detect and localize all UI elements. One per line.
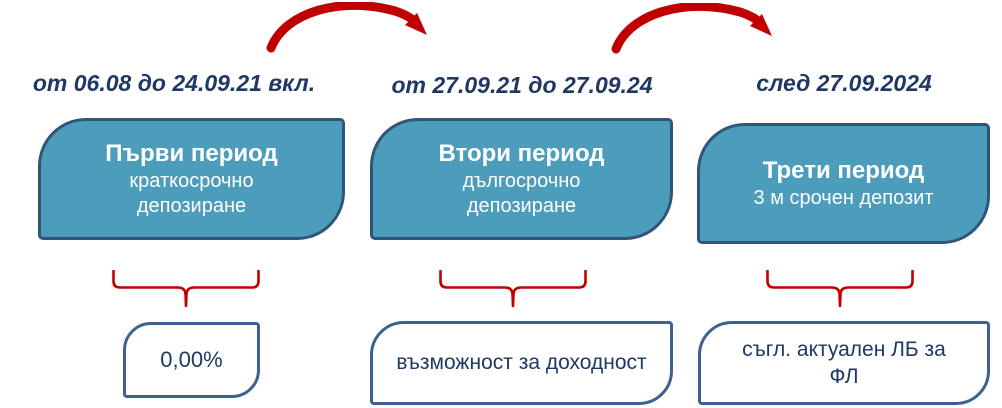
period-box: Втори период дългосрочно депозиране [370,118,673,240]
period-box: Първи период краткосрочно депозиране [38,118,345,240]
brace-icon [112,270,260,308]
brace-icon [766,270,914,308]
result-label: съгл. актуален ЛБ за ФЛ [742,337,946,388]
result-box: съгл. актуален ЛБ за ФЛ [698,321,990,405]
period-subtitle: краткосрочно депозиране [129,170,254,217]
date-range-label: от 06.08 до 24.09.21 вкл. [32,70,316,96]
brace-icon [439,270,587,308]
curved-arrow-icon [266,2,427,53]
result-box: 0,00% [123,322,260,398]
period-box: Трети период 3 м срочен депозит [697,123,990,244]
period-title: Втори период [438,140,605,167]
period-title: Първи период [105,140,278,167]
period-subtitle: 3 м срочен депозит [753,187,934,209]
result-label: 0,00% [160,346,223,372]
result-box: възможност за доходност [370,321,673,405]
curved-arrow-icon [611,3,772,54]
period-title: Трети период [762,157,925,184]
period-subtitle: дългосрочно депозиране [462,170,581,217]
date-range-label: от 27.09.21 до 27.09.24 [391,72,653,98]
date-range-label: след 27.09.2024 [756,70,932,96]
result-label: възможност за доходност [396,351,647,375]
